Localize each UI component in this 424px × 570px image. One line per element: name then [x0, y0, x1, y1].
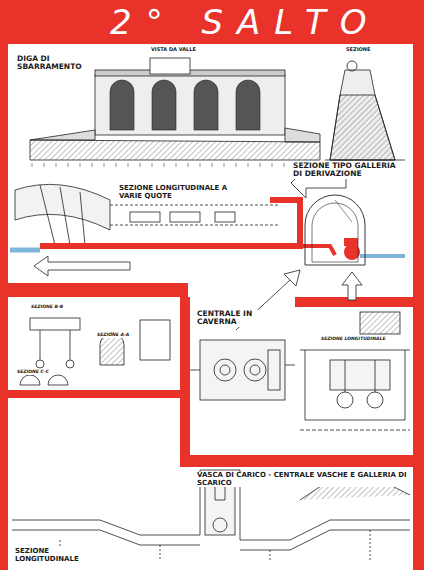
dimension-tick	[224, 163, 225, 167]
dimension-tick	[152, 163, 153, 167]
dimension-tick	[128, 163, 129, 167]
dimension-tick	[80, 163, 81, 167]
dam-arch	[152, 80, 176, 130]
dimension-tick	[272, 163, 273, 167]
dam-arch	[194, 80, 218, 130]
dimension-tick	[248, 163, 249, 167]
drawing-caption: VASCA DI CARICO - CENTRALE VASCHE E GALL…	[196, 472, 408, 487]
drawing-caption: SEZIONE LONGITUDINALE	[320, 337, 386, 342]
drawing-caption: SEZIONE TIPO GALLERIA DI DERIVAZIONE	[292, 162, 404, 179]
dimension-tick	[116, 163, 117, 167]
drawing-caption: CENTRALE IN CAVERNA	[196, 310, 278, 327]
dimension-tick	[200, 163, 201, 167]
dimension-tick	[56, 163, 57, 167]
dimension-tick	[32, 163, 33, 167]
dimension-tick	[260, 163, 261, 167]
dimension-tick	[176, 163, 177, 167]
drawing-caption: SEZIONE C-C	[16, 370, 50, 375]
dimension-tick	[164, 163, 165, 167]
dimension-tick	[44, 163, 45, 167]
dam-arch	[110, 80, 134, 130]
drawing-caption: SEZIONE B-B	[30, 305, 64, 310]
dimension-tick	[236, 163, 237, 167]
dam-arch	[236, 80, 260, 130]
dimension-tick	[212, 163, 213, 167]
drawing-caption: VISTA DA VALLE	[150, 47, 197, 53]
drawing-caption: SEZIONE A-A	[96, 333, 130, 338]
drawing-caption: DIGA DI SBARRAMENTO	[16, 55, 88, 72]
dimension-tick	[104, 163, 105, 167]
poster-title: 2° SALTO	[110, 2, 380, 42]
dimension-tick	[68, 163, 69, 167]
drawing-caption: SEZIONE	[345, 47, 371, 53]
dimension-tick	[92, 163, 93, 167]
dimension-tick	[284, 163, 285, 167]
drawing-caption: SEZIONE LONGITUDINALE A VARIE QUOTE	[118, 185, 240, 200]
dimension-tick	[188, 163, 189, 167]
dimension-tick	[140, 163, 141, 167]
drawing-caption: SEZIONE LONGITUDINALE	[14, 548, 106, 563]
